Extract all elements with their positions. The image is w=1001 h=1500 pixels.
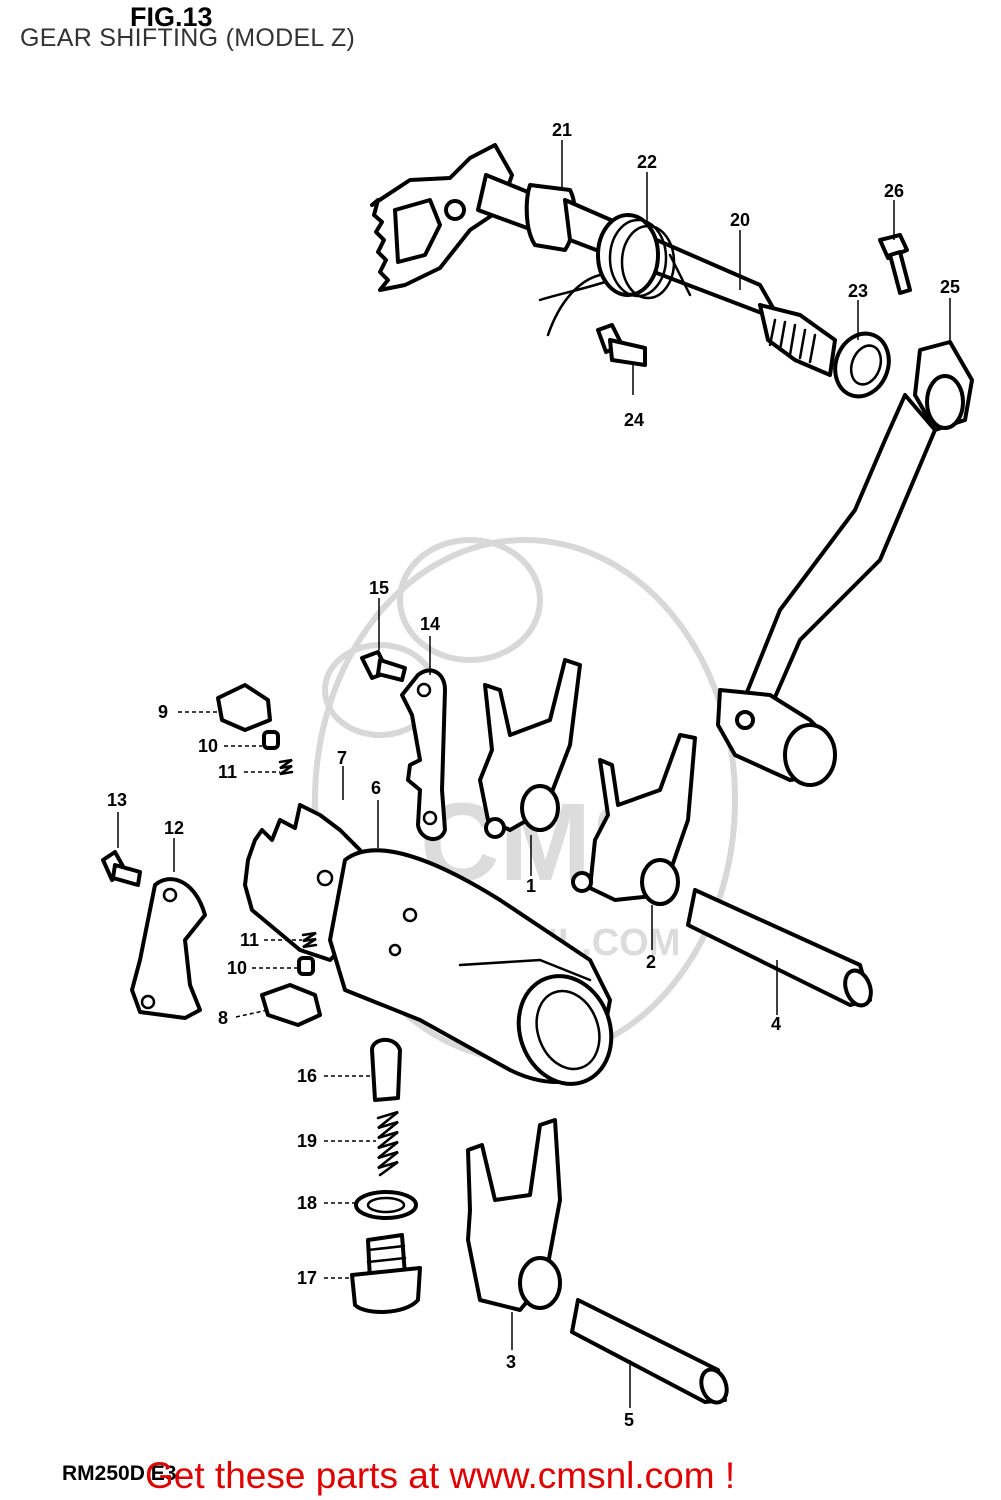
callout-5: 5 <box>624 1410 634 1430</box>
callout-10-bottom: 10 <box>227 958 247 978</box>
figure-title: FIG.13 <box>130 2 213 32</box>
part-oil-seal <box>833 331 891 399</box>
promo-link[interactable]: Get these parts at www.cmsnl.com ! <box>145 1455 736 1496</box>
callout-11-bottom: 11 <box>240 930 259 950</box>
part-plate-12 <box>130 877 207 1020</box>
part-spring-11-top <box>278 758 294 776</box>
callout-11-top: 11 <box>218 762 237 782</box>
model-code: RM250D E3 <box>62 1462 177 1485</box>
part-spring-19 <box>376 1110 399 1177</box>
callout-1: 1 <box>526 876 536 896</box>
part-pin-10-bottom <box>297 956 315 976</box>
part-plug-17 <box>350 1233 422 1314</box>
callout-25: 25 <box>940 277 960 297</box>
callout-10-top: 10 <box>198 736 218 756</box>
callout-12: 12 <box>164 818 184 838</box>
part-bolt-26 <box>878 233 912 295</box>
part-bolt-13 <box>101 850 142 887</box>
part-spring-11-bottom <box>301 931 318 949</box>
callout-14: 14 <box>420 614 440 634</box>
callout-2: 2 <box>646 952 656 972</box>
callout-labels: 21 22 20 26 23 25 24 15 14 9 10 11 7 6 1… <box>107 120 960 1430</box>
callout-18: 18 <box>297 1193 317 1213</box>
part-gearshift-lever <box>716 340 974 787</box>
figure-subtitle: GEAR SHIFTING (MODEL Z) <box>20 24 356 52</box>
part-fork-shaft-4 <box>686 888 873 1008</box>
callout-4: 4 <box>771 1014 781 1034</box>
callout-22: 22 <box>637 152 657 172</box>
part-bolt-24 <box>596 323 647 367</box>
callout-7: 7 <box>337 748 347 768</box>
part-washer-18 <box>354 1190 418 1220</box>
callout-23: 23 <box>848 281 868 301</box>
callout-13: 13 <box>107 790 127 810</box>
part-shaft-spline <box>758 303 837 377</box>
part-shift-fork-2 <box>571 733 697 906</box>
part-shift-fork-3 <box>466 1118 562 1312</box>
part-shift-cam-drum <box>243 803 614 1086</box>
callout-9: 9 <box>158 702 168 722</box>
part-shift-shaft-plate <box>370 143 782 322</box>
part-fork-shaft-5 <box>570 1298 729 1405</box>
part-screw-15 <box>360 650 407 682</box>
part-cam-stopper-8 <box>260 983 322 1027</box>
part-return-spring <box>538 213 676 337</box>
part-shift-fork-1 <box>478 658 582 839</box>
callout-leaders <box>117 140 951 1408</box>
part-plunger-16 <box>370 1037 402 1102</box>
callout-17: 17 <box>297 1268 317 1288</box>
callout-15: 15 <box>369 578 389 598</box>
part-stopper-plate <box>400 668 447 841</box>
callout-20: 20 <box>730 210 750 230</box>
callout-8: 8 <box>218 1008 228 1028</box>
part-cam-9 <box>216 683 272 732</box>
callout-3: 3 <box>506 1352 516 1372</box>
part-pin-10-top <box>262 730 280 750</box>
callout-16: 16 <box>297 1066 317 1086</box>
callout-6: 6 <box>371 778 381 798</box>
callout-19: 19 <box>297 1131 317 1151</box>
callout-21: 21 <box>552 120 572 140</box>
callout-24: 24 <box>624 410 644 430</box>
callout-26: 26 <box>884 181 904 201</box>
